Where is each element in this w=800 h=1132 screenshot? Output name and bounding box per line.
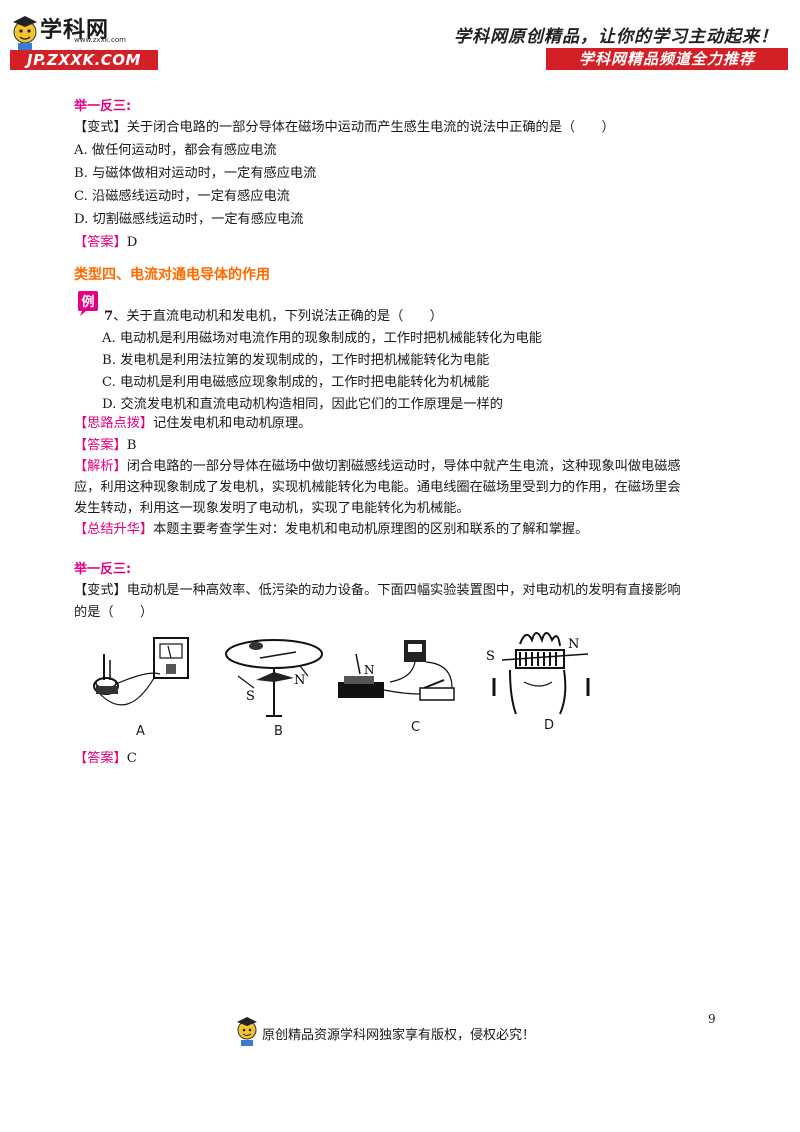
- figure-b-diagram: S N: [225, 639, 323, 717]
- hint-text: 记住发电机和电动机原理。: [153, 416, 312, 431]
- example-badge-text: 例: [81, 294, 94, 310]
- answer-tag: 【答案】: [74, 235, 127, 250]
- option-c: C. 沿磁感线运动时，一定有感应电流: [74, 189, 290, 204]
- figure-d-diagram: S N: [486, 632, 590, 715]
- section-heading: 举一反三:: [74, 99, 132, 114]
- answer-text: D: [126, 235, 138, 250]
- option-b: B. 发电机是利用法拉第的发现制成的，工作时把机械能转化为电能: [102, 353, 490, 368]
- summary-text: 本题主要考查学生对：发电机和电动机原理图的区别和联系的了解和掌握。: [153, 522, 589, 537]
- answer-text: B: [126, 438, 137, 453]
- hint-tag: 【思路点拨】: [74, 416, 154, 431]
- option-d: D. 交流发电机和直流电动机构造相同，因此它们的工作原理是一样的: [102, 397, 503, 412]
- option-d: D. 切割磁感线运动时，一定有感应电流: [74, 212, 304, 227]
- figure-c-label: C: [411, 720, 421, 735]
- analysis-line-3: 发生转动，利用这一现象发明了电动机，实现了电能转化为机械能。: [74, 501, 470, 516]
- question-text: 关于闭合电路的一部分导体在磁场中运动而产生感生电流的说法中正确的是（ ）: [126, 120, 615, 135]
- mascot-footer-icon: [237, 1017, 257, 1046]
- question-text: 电动机是一种高效率、低污染的动力设备。下面四幅实验装置图中，对电动机的发明有直接…: [126, 583, 681, 598]
- pole-n-label: N: [294, 673, 305, 688]
- answer-tag: 【答案】: [74, 751, 127, 766]
- option-a: A. 电动机是利用磁场对电流作用的现象制成的，工作时把机械能转化为电能: [102, 331, 542, 346]
- site-logo-text: 学科网: [40, 18, 110, 43]
- answer-line: 【答案】C: [74, 750, 137, 767]
- figure-a-label: A: [136, 724, 145, 739]
- analysis-tag: 【解析】: [74, 459, 127, 474]
- analysis-line-1: 【解析】闭合电路的一部分导体在磁场中做切割磁感线运动时，导体中就产生电流，这种现…: [74, 458, 681, 475]
- figure-a-diagram: [93, 637, 189, 706]
- summary-line: 【总结升华】本题主要考查学生对：发电机和电动机原理图的区别和联系的了解和掌握。: [74, 521, 588, 538]
- option-c: C. 电动机是利用电磁感应现象制成的，工作时把电能转化为机械能: [102, 375, 490, 390]
- channel-banner: 学科网精品频道全力推荐: [546, 48, 788, 70]
- figure-c-diagram: N: [338, 640, 455, 701]
- pole-s-label: S: [246, 689, 255, 704]
- footer-copyright: 原创精品资源学科网独家享有版权，侵权必究！: [262, 1028, 536, 1043]
- answer-line: 【答案】B: [74, 437, 136, 454]
- page-number: 9: [708, 1012, 716, 1026]
- pole-n-label: N: [364, 663, 375, 677]
- question-text: 、关于直流电动机和发电机，下列说法正确的是（ ）: [113, 309, 443, 324]
- answer-line: 【答案】D: [74, 234, 137, 251]
- answer-tag: 【答案】: [74, 438, 127, 453]
- type-heading: 类型四、电流对通电导体的作用: [74, 267, 270, 283]
- variant-tag: 【变式】: [74, 120, 127, 135]
- option-b: B. 与磁体做相对运动时，一定有感应电流: [74, 166, 317, 181]
- question-line-2: 的是（ ）: [74, 605, 154, 620]
- variant-tag: 【变式】: [74, 583, 127, 598]
- question-line-1: 【变式】电动机是一种高效率、低污染的动力设备。下面四幅实验装置图中，对电动机的发…: [74, 582, 681, 599]
- site-url: www.zxxk.com: [74, 36, 126, 44]
- example-question: 7、关于直流电动机和发电机，下列说法正确的是（ ）: [104, 308, 443, 325]
- example-badge-icon: 例: [78, 291, 98, 316]
- analysis-line-2: 应，利用这种现象制成了发电机，实现机械能转化为电能。通电线圈在磁场里受到力的作用…: [74, 480, 681, 495]
- mascot-logo-icon: [13, 16, 37, 50]
- header-slogan: 学科网原创精品，让你的学习主动起来！: [454, 27, 778, 47]
- pole-n-label: N: [568, 637, 579, 652]
- question-line: 【变式】关于闭合电路的一部分导体在磁场中运动而产生感生电流的说法中正确的是（ ）: [74, 119, 615, 136]
- answer-text: C: [126, 751, 137, 766]
- pole-s-label: S: [486, 649, 495, 664]
- hint-line: 【思路点拨】记住发电机和电动机原理。: [74, 415, 311, 432]
- jp-banner: JP.ZXXK.COM: [10, 50, 158, 70]
- question-number: 7: [104, 309, 114, 324]
- figure-b-label: B: [274, 724, 283, 739]
- figure-d-label: D: [544, 718, 555, 733]
- section-heading: 举一反三:: [74, 562, 132, 577]
- analysis-text: 闭合电路的一部分导体在磁场中做切割磁感线运动时，导体中就产生电流，这种现象叫做电…: [126, 459, 681, 474]
- summary-tag: 【总结升华】: [74, 522, 154, 537]
- option-a: A. 做任何运动时，都会有感应电流: [74, 143, 277, 158]
